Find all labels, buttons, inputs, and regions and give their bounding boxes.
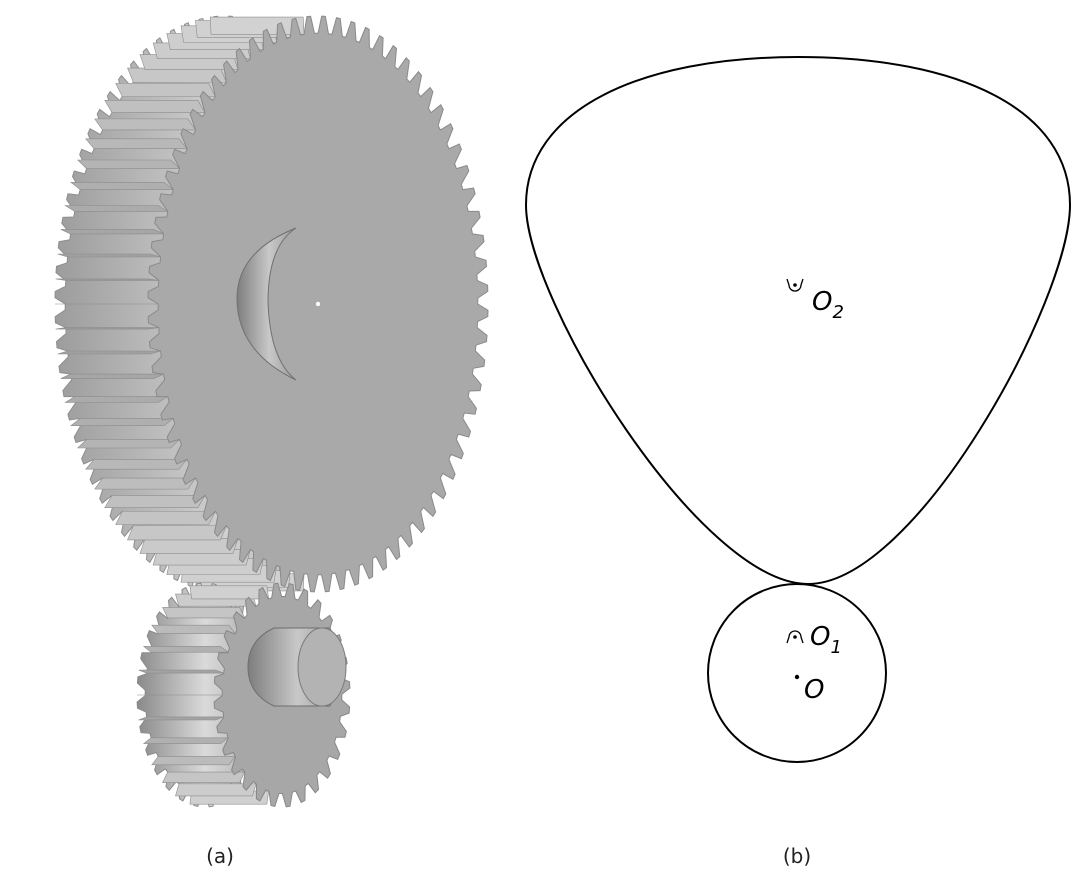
pitch-curve-diagram: O2 O1 O (b)	[524, 55, 1072, 868]
point-o-dot	[794, 674, 800, 680]
rim-tooth	[85, 458, 188, 470]
rim-tooth	[94, 118, 197, 131]
rim-tooth	[60, 373, 164, 379]
rim-tooth	[77, 159, 181, 169]
rim-tooth	[175, 783, 257, 797]
rim-tooth	[60, 229, 164, 235]
rim-tooth	[151, 624, 236, 634]
rim-tooth	[142, 646, 229, 653]
pivot-o1-icon	[786, 630, 804, 644]
large-gear-rim-teeth	[55, 16, 305, 592]
rim-tooth	[189, 585, 270, 600]
rim-tooth	[55, 278, 159, 281]
rim-tooth	[142, 737, 229, 744]
rim-tooth	[139, 538, 239, 554]
rim-tooth	[162, 607, 246, 619]
rim-tooth	[115, 83, 216, 97]
large-pitch-curve	[524, 55, 1072, 586]
label-o: O	[804, 675, 824, 705]
small-pitch-curve	[707, 583, 887, 763]
rim-tooth	[162, 771, 246, 783]
rim-tooth	[104, 100, 206, 113]
rim-tooth	[57, 253, 161, 258]
gear-rendering: (a)	[54, 15, 489, 868]
large-gear-center-dot	[315, 301, 321, 307]
rim-tooth	[57, 350, 161, 355]
label-o1: O1	[810, 622, 842, 658]
rim-tooth	[209, 16, 305, 35]
rim-tooth	[94, 477, 197, 490]
rim-tooth	[85, 138, 188, 150]
rim-tooth	[104, 495, 206, 508]
rim-tooth	[70, 181, 175, 190]
rim-tooth	[55, 327, 159, 330]
small-gear-hub-face	[297, 627, 347, 707]
panel-b-caption: (b)	[783, 844, 811, 868]
large-gear	[54, 15, 489, 593]
panel-a-caption: (a)	[206, 844, 234, 868]
rim-tooth	[64, 205, 169, 212]
rim-tooth	[127, 525, 227, 541]
label-o2: O2	[812, 287, 844, 323]
rim-tooth	[115, 511, 216, 525]
small-gear	[136, 582, 351, 808]
rim-tooth	[138, 669, 224, 674]
rim-tooth	[64, 396, 169, 403]
pivot-o2-icon	[786, 278, 804, 292]
rim-tooth	[70, 418, 175, 427]
rim-tooth	[151, 756, 236, 766]
rim-tooth	[77, 439, 181, 449]
rim-tooth	[138, 716, 224, 721]
small-gear-rim-teeth	[137, 585, 270, 805]
large-gear-bore	[236, 227, 297, 381]
